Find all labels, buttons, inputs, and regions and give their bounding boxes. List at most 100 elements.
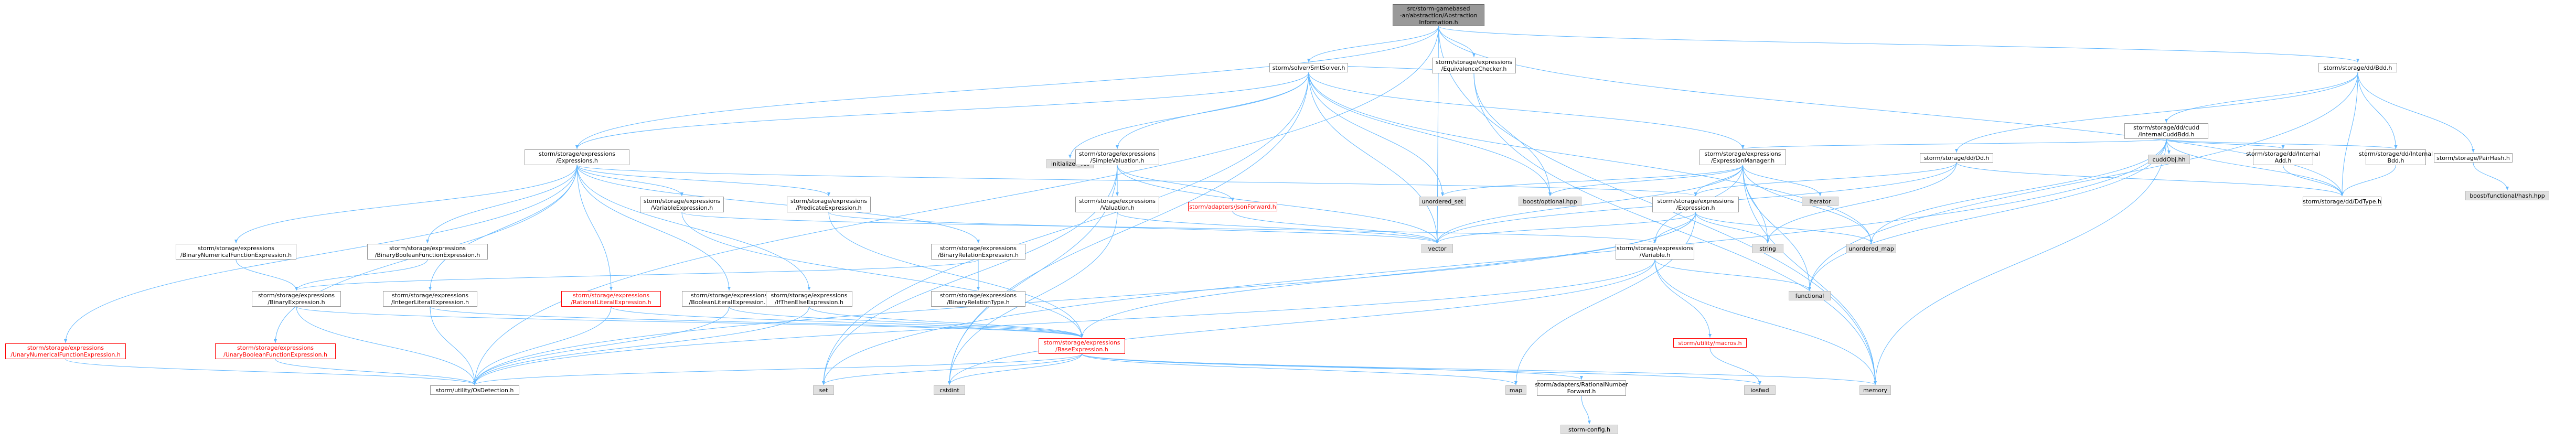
node-label-line: storm/storage/dd/DdType.h (2303, 198, 2381, 205)
node-variable[interactable]: storm/storage/expressions/Variable.h (1616, 244, 1694, 260)
node-label-line: storm/storage/expressions (389, 245, 466, 252)
node-label-line: /UnaryBooleanFunctionExpression.h (223, 351, 327, 358)
edge-ratfwd-stormcfg (1581, 395, 1591, 425)
node-label-line: storm/storage/expressions (237, 344, 314, 351)
node-valuation[interactable]: storm/storage/expressions/Valuation.h (1075, 197, 1159, 212)
edge-exprmgr-memory (1743, 165, 1877, 385)
node-cudd[interactable]: storm/storage/dd/cudd/InternalCuddBdd.h (2124, 123, 2208, 139)
node-intlit[interactable]: storm/storage/expressions/IntegerLiteral… (383, 291, 477, 307)
edge-expression-string (1695, 212, 1769, 244)
node-exprmgr[interactable]: storm/storage/expressions/ExpressionMana… (1699, 149, 1786, 165)
edge-root-equiv (1438, 26, 1476, 58)
node-simpleval[interactable]: storm/storage/expressions/SimpleValuatio… (1075, 149, 1159, 165)
node-ddtype[interactable]: storm/storage/dd/DdType.h (2303, 197, 2381, 206)
node-varexpr[interactable]: storm/storage/expressions/VariableExpres… (640, 197, 724, 212)
node-label-line: Information.h (1419, 18, 1458, 26)
node-label-line: /BooleanLiteralExpression.h (689, 299, 769, 306)
edge-cudd-memory (1874, 138, 2167, 385)
edge-baseexpr-set (822, 353, 1082, 385)
node-label-line: storm/storage/expressions (939, 245, 1017, 252)
node-label-line: storm/storage/expressions (258, 292, 335, 299)
edge-ratlit-osdet (473, 306, 612, 385)
node-label-line: storm/storage/expressions (1704, 150, 1781, 157)
edge-cudd-intbdd (2166, 138, 2398, 149)
node-label-line: storm/storage/expressions (690, 292, 768, 299)
node-label-line: cuddObj.hh (2152, 156, 2186, 163)
node-jsonfwd[interactable]: storm/adapters/JsonForward.h (1188, 202, 1277, 211)
edge-baseexpr-iosfwd (1082, 353, 1761, 385)
edge-root-osdet (473, 26, 1439, 385)
node-binbool[interactable]: storm/storage/expressions/BinaryBooleanF… (367, 244, 488, 260)
node-label-line: /BinaryExpression.h (268, 299, 325, 306)
edge-hash-boosthash (2473, 162, 2509, 191)
edge-baseexpr-memory (1082, 353, 1877, 385)
node-binreltype[interactable]: storm/storage/expressions/BinaryRelation… (931, 291, 1025, 307)
node-label-line: storm/storage/expressions (538, 150, 616, 157)
node-baseexpr[interactable]: storm/storage/expressions/BaseExpression… (1039, 338, 1125, 354)
node-ddbdd[interactable]: storm/storage/dd/Bdd.h (2318, 63, 2397, 72)
node-osdet[interactable]: storm/utility/OsDetection.h (430, 385, 519, 395)
node-label-line: /Expression.h (1676, 204, 1715, 211)
edge-baseexpr-ratfwd (1082, 353, 1583, 380)
edge-variable-functional (1654, 259, 1811, 291)
edge-ddh-expression (1694, 162, 1957, 197)
node-label-line: storm/storage/expressions (1078, 198, 1156, 204)
node-expression[interactable]: storm/storage/expressions/Expression.h (1652, 197, 1739, 212)
edge-equiv-boostopt (1473, 73, 1552, 197)
node-label-line: /BinaryNumericalFunctionExpression.h (180, 252, 292, 258)
node-label-line: /BinaryBooleanFunctionExpression.h (375, 252, 480, 258)
node-label-line: storm/utility/macros.h (1678, 339, 1742, 347)
node-label-line: /BinaryRelationType.h (947, 299, 1010, 306)
edge-ddh-ddtype (1956, 162, 2344, 197)
node-label-line: /IntegerLiteralExpression.h (391, 299, 469, 306)
node-binrel[interactable]: storm/storage/expressions/BinaryRelation… (931, 244, 1025, 260)
node-unbool[interactable]: storm/storage/expressions/UnaryBooleanFu… (215, 343, 336, 359)
edge-cudd-ddtype (2166, 138, 2344, 197)
edge-cudd-intadd (2166, 138, 2285, 149)
edge-exprs-binrel (576, 165, 980, 244)
node-label-line: unordered_set (1421, 198, 1463, 205)
node-label-line: /Variable.h (1639, 252, 1671, 258)
node-unordset: unordered_set (1419, 197, 1466, 206)
edge-ite-baseexpr (809, 306, 1084, 338)
node-boostopt: boost/optional.hpp (1519, 197, 1581, 206)
edge-macros-iosfwd (1709, 347, 1761, 385)
node-ddh[interactable]: storm/storage/dd/Dd.h (1920, 153, 1993, 163)
node-binexpr[interactable]: storm/storage/expressions/BinaryExpressi… (252, 291, 341, 307)
node-label-line: /Expressions.h (556, 157, 598, 164)
node-equiv[interactable]: storm/storage/expressions/EquivalenceChe… (1432, 58, 1516, 73)
node-label-line: storm/storage/expressions (27, 344, 104, 351)
node-predexpr[interactable]: storm/storage/expressions/PredicateExpre… (787, 197, 871, 212)
node-boollit[interactable]: storm/storage/expressions/BooleanLiteral… (682, 291, 776, 307)
edge-smt-set (822, 72, 1309, 385)
edge-root-ddtype (1438, 26, 2344, 197)
node-exprs[interactable]: storm/storage/expressions/Expressions.h (525, 149, 629, 165)
edge-exprs-unnum (64, 165, 578, 343)
node-unnum[interactable]: storm/storage/expressions/UnaryNumerical… (5, 343, 126, 359)
node-label-line: string (1759, 245, 1776, 252)
node-binnum[interactable]: storm/storage/expressions/BinaryNumerica… (176, 244, 296, 260)
node-macros[interactable]: storm/utility/macros.h (1673, 338, 1747, 348)
node-label-line: /UnaryNumericalFunctionExpression.h (10, 351, 121, 358)
edge-unnum-osdet (65, 359, 476, 385)
node-hash[interactable]: storm/storage/PairHash.h (2434, 153, 2513, 163)
node-unordmap: unordered_map (1846, 244, 1896, 253)
edge-expression-unordmap (1695, 212, 1873, 244)
edge-ddbdd-intbdd (2357, 72, 2398, 149)
edge-binrel-binexpr (295, 259, 979, 291)
node-label-line: storm/storage/dd/Internal (2246, 150, 2321, 157)
node-ratlit[interactable]: storm/storage/expressions/RationalLitera… (561, 291, 661, 307)
node-ite[interactable]: storm/storage/expressions/IfThenElseExpr… (766, 291, 852, 307)
edge-root-exprs (575, 26, 1439, 149)
edge-ddbdd-functional (1808, 72, 2358, 291)
node-smt[interactable]: storm/solver/SmtSolver.h (1269, 63, 1348, 72)
node-root[interactable]: src/storm-gamebased-ar/abstraction/Abstr… (1393, 4, 1484, 26)
edge-smt-vector (1308, 72, 1439, 244)
edge-cudd-exprmgr (1741, 138, 2167, 149)
edge-ite-osdet (473, 306, 809, 385)
